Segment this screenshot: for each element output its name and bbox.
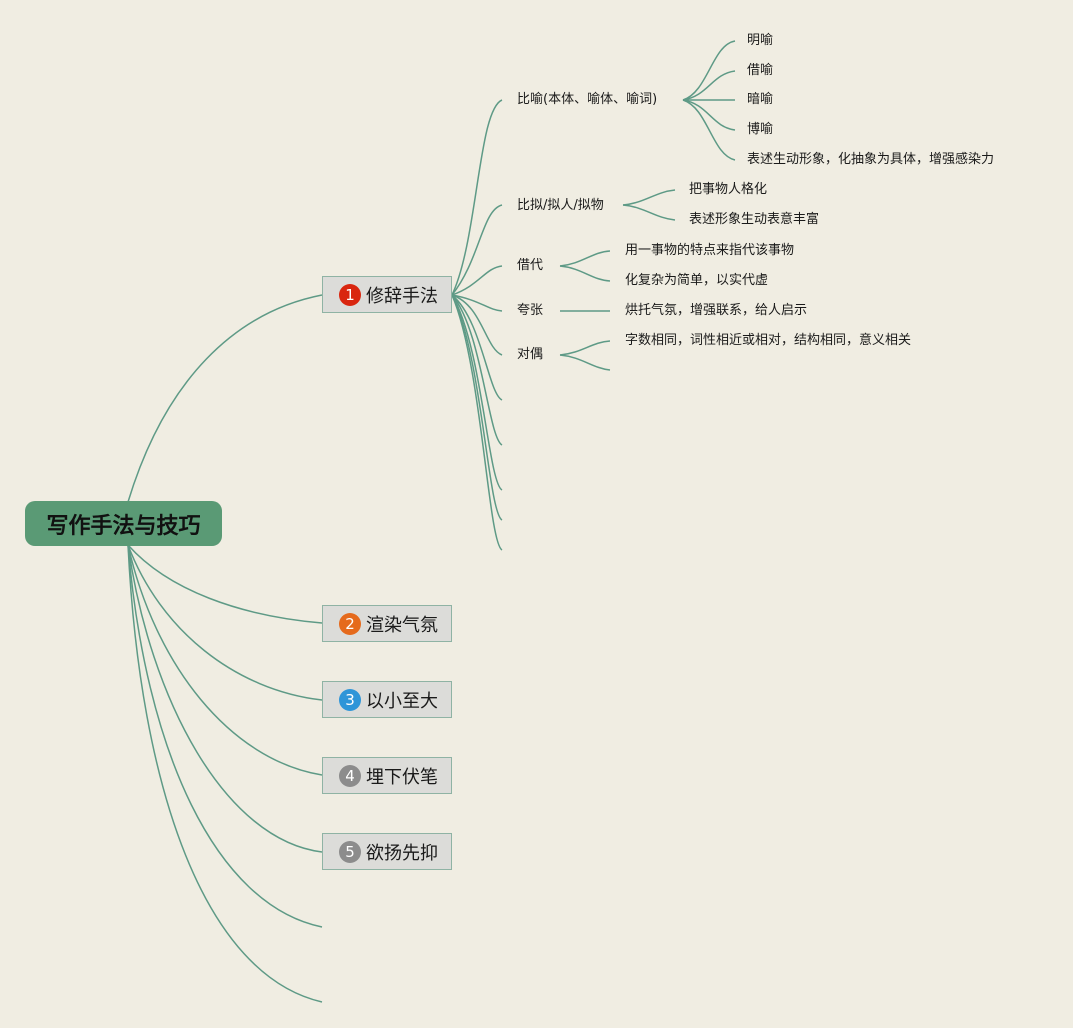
connector-root-empty1 (127, 544, 323, 928)
connector-rhetoric-antithesis (451, 294, 503, 356)
connector-root-topic4 (127, 544, 323, 776)
root-label: 写作手法与技巧 (46, 513, 201, 539)
root-node[interactable]: 写作手法与技巧 (25, 501, 222, 546)
leaf-simile[interactable]: 明喻 (747, 33, 774, 48)
topic-label: 渲染气氛 (366, 614, 438, 636)
leaf-personify[interactable]: 把事物人格化 (689, 182, 768, 197)
topic-rhetoric[interactable]: 1 修辞手法 (322, 276, 452, 313)
subtopic-metonymy[interactable]: 借代 (517, 258, 544, 273)
leaf-metonymy-definition[interactable]: 用一事物的特点来指代该事物 (625, 243, 795, 258)
connector-rhetoric-empty5 (451, 294, 503, 551)
topic-suppress-before-praise[interactable]: 5 欲扬先抑 (322, 833, 452, 870)
number-badge-4: 4 (339, 764, 361, 787)
connector-rhetoric-metonymy (451, 265, 503, 296)
topic-atmosphere[interactable]: 2 渲染气氛 (322, 605, 452, 642)
leaf-implicit-metaphor[interactable]: 暗喻 (747, 92, 774, 107)
connector-rhetoric-personification (451, 204, 503, 296)
connector-rhetoric-empty3 (451, 294, 503, 491)
leaf-personification-effect[interactable]: 表述形象生动表意丰富 (689, 212, 820, 227)
topic-label: 欲扬先抑 (366, 842, 438, 864)
connector-root-topic3 (127, 544, 323, 701)
subtopic-antithesis[interactable]: 对偶 (517, 347, 544, 362)
leaf-metaphor-effect[interactable]: 表述生动形象，化抽象为具体，增强感染力 (747, 152, 995, 167)
connector-metaphor-2 (682, 70, 736, 101)
connector-rhetoric-empty1 (451, 294, 503, 401)
connector-metaphor-5 (682, 99, 736, 161)
connector-personification-1 (622, 189, 676, 206)
connector-root-topic5 (127, 544, 323, 853)
connector-antithesis-1 (559, 340, 611, 356)
subtopic-hyperbole[interactable]: 夸张 (517, 303, 544, 318)
topic-foreshadowing[interactable]: 4 埋下伏笔 (322, 757, 452, 794)
connector-metonymy-1 (559, 250, 611, 267)
connector-metonymy-2 (559, 265, 611, 282)
subtopic-metaphor[interactable]: 比喻(本体、喻体、喻词) (517, 92, 658, 107)
connector-rhetoric-metaphor (451, 99, 503, 296)
connector-root-topic2 (127, 544, 323, 624)
connector-rhetoric-empty2 (451, 294, 503, 446)
leaf-metonymy-effect[interactable]: 化复杂为简单，以实代虚 (625, 273, 769, 288)
connector-personification-2 (622, 204, 676, 221)
number-badge-1: 1 (339, 283, 361, 306)
topic-label: 埋下伏笔 (366, 766, 438, 788)
connector-antithesis-2 (559, 354, 611, 371)
leaf-metonymic-metaphor[interactable]: 借喻 (747, 63, 774, 78)
connector-root-empty2 (127, 544, 323, 1003)
number-badge-3: 3 (339, 688, 361, 711)
connector-root-topic1 (127, 294, 323, 503)
leaf-extended-metaphor[interactable]: 博喻 (747, 122, 774, 137)
topic-label: 以小至大 (366, 690, 438, 712)
topic-small-to-large[interactable]: 3 以小至大 (322, 681, 452, 718)
connector-metaphor-1 (682, 40, 736, 101)
connector-metaphor-4 (682, 99, 736, 131)
leaf-hyperbole-effect[interactable]: 烘托气氛，增强联系，给人启示 (625, 303, 808, 318)
number-badge-5: 5 (339, 840, 361, 863)
connector-rhetoric-empty4 (451, 294, 503, 521)
connector-rhetoric-hyperbole (451, 294, 503, 312)
number-badge-2: 2 (339, 612, 361, 635)
topic-label: 修辞手法 (366, 285, 438, 307)
subtopic-personification[interactable]: 比拟/拟人/拟物 (517, 198, 604, 213)
leaf-antithesis-definition[interactable]: 字数相同，词性相近或相对，结构相同，意义相关 (625, 333, 912, 348)
